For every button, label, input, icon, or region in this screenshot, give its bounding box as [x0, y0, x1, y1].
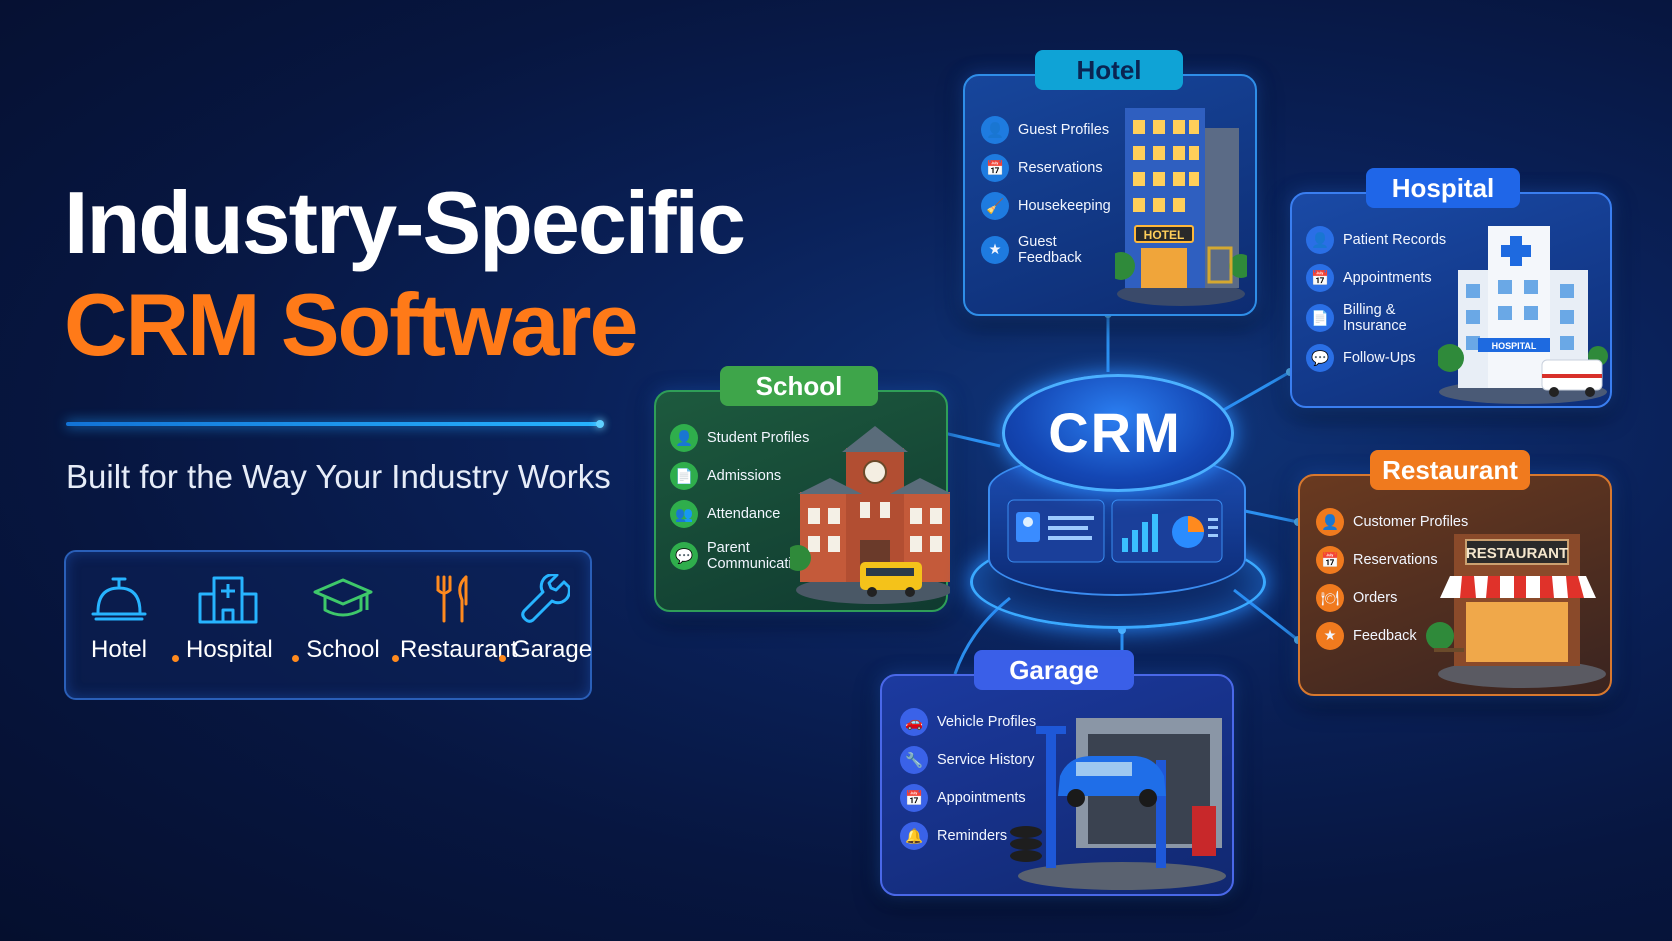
cloche-icon: 🍽 [1316, 584, 1344, 612]
school-card: School 👤 Student Profiles 📄 Admissions 👥… [654, 366, 950, 612]
restaurant-sign: RESTAURANT [1466, 545, 1568, 562]
hospital-card-title: Hospital [1366, 168, 1520, 208]
calendar-icon: 📅 [1306, 264, 1334, 292]
school-card-title: School [720, 366, 878, 406]
industry-garage: Garage [512, 574, 593, 664]
restaurant-building-illustration: RESTAURANT [1426, 534, 1606, 688]
fork-knife-icon [436, 575, 468, 623]
star-icon: ★ [981, 236, 1009, 264]
separator-dot [292, 655, 299, 662]
industry-restaurant: Restaurant [400, 574, 518, 664]
hospital-feature: 📅 Appointments [1306, 264, 1432, 292]
industry-hospital: Hospital [186, 574, 273, 664]
group-icon: 👥 [670, 500, 698, 528]
crm-label: CRM [1048, 401, 1182, 464]
industry-label: Garage [512, 636, 593, 663]
graduation-cap-icon [313, 578, 373, 617]
chat-icon: 💬 [1306, 344, 1334, 372]
hub-dashboard-panels [1007, 499, 1223, 563]
restaurant-feature: 📅 Reservations [1316, 546, 1438, 574]
restaurant-feature: ★ Feedback [1316, 622, 1417, 650]
industry-label: Restaurant [400, 636, 518, 663]
wrench-icon [521, 574, 570, 623]
school-feature: 👤 Student Profiles [670, 424, 809, 452]
garage-card: Garage 🚗 Vehicle Profiles 🔧 Service Hist… [880, 650, 1234, 896]
hospital-feature: 📄 Billing & Insurance [1306, 302, 1407, 334]
separator-dot [499, 655, 506, 662]
hotel-feature: 🧹 Housekeeping [981, 192, 1111, 220]
hero-title-line2: CRM Software [64, 275, 638, 374]
calendar-icon: 📅 [1316, 546, 1344, 574]
bell-icon: 🔔 [900, 822, 928, 850]
school-building-illustration [790, 426, 950, 604]
hero-title: Industry-Specific CRM Software [64, 172, 746, 376]
hospital-feature: 👤 Patient Records [1306, 226, 1446, 254]
hero-title-line1: Industry-Specific [64, 173, 746, 272]
school-feature: 💬 Parent Communication [670, 540, 808, 572]
hotel-card: Hotel 👤 Guest Profiles 📅 Reservations 🧹 … [963, 50, 1257, 316]
user-icon: 👤 [981, 116, 1009, 144]
garage-feature: 🚗 Vehicle Profiles [900, 708, 1036, 736]
restaurant-card: Restaurant 👤 Customer Profiles 📅 Reserva… [1298, 450, 1612, 696]
garage-feature: 📅 Appointments [900, 784, 1026, 812]
hospital-building-illustration: HOSPITAL [1438, 226, 1608, 404]
industry-label: Hotel [90, 636, 148, 663]
hotel-feature: 👤 Guest Profiles [981, 116, 1109, 144]
document-icon: 📄 [670, 462, 698, 490]
separator-dot [392, 655, 399, 662]
garage-feature: 🔔 Reminders [900, 822, 1007, 850]
hospital-feature: 💬 Follow-Ups [1306, 344, 1416, 372]
school-feature: 📄 Admissions [670, 462, 781, 490]
garage-card-title: Garage [974, 650, 1134, 690]
industry-label: School [306, 636, 380, 663]
hub-top [1002, 374, 1234, 492]
star-icon: ★ [1316, 622, 1344, 650]
calendar-icon: 📅 [981, 154, 1009, 182]
hospital-building-icon [198, 576, 258, 624]
garage-feature: 🔧 Service History [900, 746, 1035, 774]
industry-label: Hospital [186, 636, 273, 663]
separator-dot [172, 655, 179, 662]
user-icon: 👤 [1316, 508, 1344, 536]
user-icon: 👤 [670, 424, 698, 452]
calendar-icon: 📅 [900, 784, 928, 812]
hotel-feature: ★ Guest Feedback [981, 234, 1082, 266]
hotel-feature: 📅 Reservations [981, 154, 1103, 182]
hotel-card-title: Hotel [1035, 50, 1183, 90]
hero-divider [66, 420, 604, 428]
hospital-sign: HOSPITAL [1492, 341, 1537, 351]
hero-subtitle: Built for the Way Your Industry Works [66, 458, 611, 495]
user-icon: 👤 [1306, 226, 1334, 254]
bar-chart-icon [1122, 514, 1158, 552]
school-feature: 👥 Attendance [670, 500, 780, 528]
document-icon: 📄 [1306, 304, 1334, 332]
hotel-sign: HOTEL [1144, 228, 1185, 242]
industry-hotel: Hotel [90, 574, 148, 664]
restaurant-feature: 👤 Customer Profiles [1316, 508, 1468, 536]
crm-hub: CRM [970, 360, 1266, 630]
restaurant-feature: 🍽 Orders [1316, 584, 1397, 612]
hotel-building-illustration: HOTEL [1115, 108, 1247, 306]
car-icon: 🚗 [900, 708, 928, 736]
industry-icon-strip: Hotel Hospital School [64, 550, 592, 700]
service-bell-icon [91, 577, 147, 621]
garage-building-illustration [1010, 718, 1226, 890]
restaurant-card-title: Restaurant [1370, 450, 1530, 490]
industry-school: School [306, 574, 380, 664]
chat-icon: 💬 [670, 542, 698, 570]
tools-icon: 🔧 [900, 746, 928, 774]
cleaning-icon: 🧹 [981, 192, 1009, 220]
hospital-card: Hospital 👤 Patient Records 📅 Appointment… [1290, 168, 1612, 408]
